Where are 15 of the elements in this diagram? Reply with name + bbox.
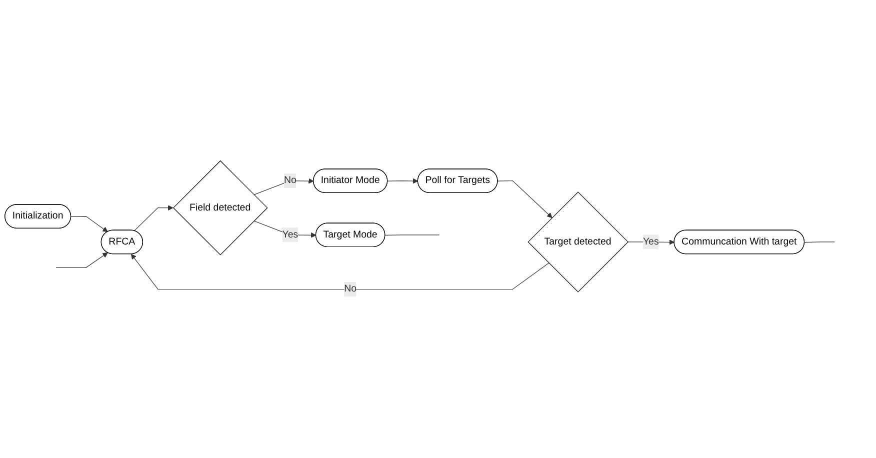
edge-label: No bbox=[284, 176, 296, 186]
node-diamond: Target detected bbox=[528, 192, 628, 293]
arrow bbox=[497, 180, 552, 218]
node-diamond: Field detected bbox=[172, 160, 268, 256]
arrow bbox=[254, 178, 314, 196]
arrow bbox=[387, 178, 418, 184]
edge-label: No bbox=[344, 284, 357, 294]
connector bbox=[384, 234, 440, 236]
arrow bbox=[70, 216, 108, 232]
edge-label: Yes bbox=[642, 236, 659, 248]
arrow bbox=[134, 205, 174, 232]
edge-label: Yes bbox=[282, 230, 298, 240]
arrow bbox=[131, 254, 550, 290]
connector bbox=[804, 242, 835, 243]
arrow bbox=[56, 252, 108, 268]
